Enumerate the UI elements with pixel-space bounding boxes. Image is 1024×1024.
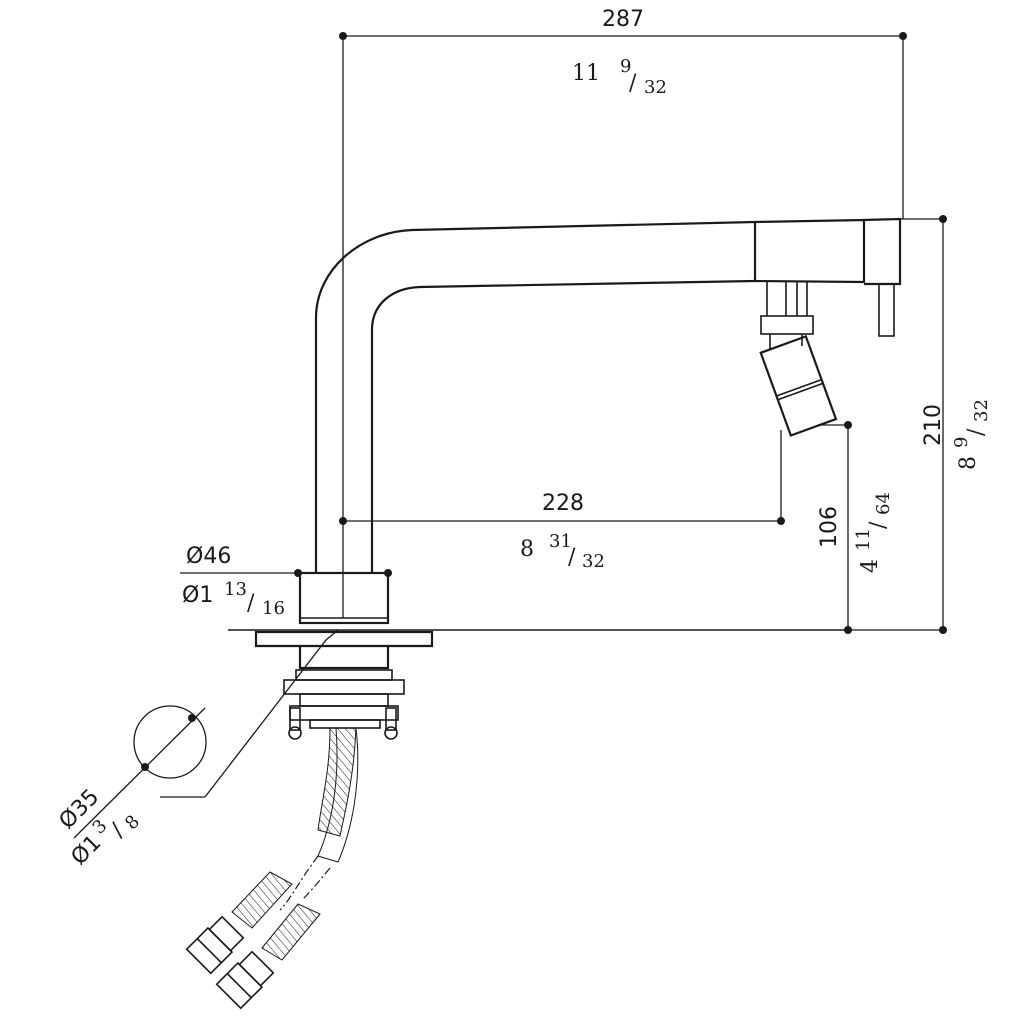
aerator-joint [769, 334, 803, 350]
dim-width-inch: 11 9 / 32 [572, 56, 667, 98]
spout-outer-contour [314, 220, 756, 573]
svg-text:/: / [629, 71, 637, 96]
dim-base-diameter-mm: Ø46 [186, 544, 231, 569]
svg-text:32: 32 [971, 399, 992, 422]
svg-text:16: 16 [262, 598, 285, 619]
hose-fitting-2 [215, 950, 275, 1010]
dim-outlet-height-inch: 4 11 / 64 [853, 492, 894, 573]
nut-2 [283, 679, 405, 695]
svg-text:4: 4 [858, 559, 883, 573]
svg-text:8: 8 [121, 811, 144, 834]
svg-text:13: 13 [224, 579, 247, 600]
dim-height-mm: 210 [921, 404, 946, 446]
supply-hoses [185, 727, 359, 1010]
dim-height-inch: 8 9 / 32 [951, 399, 992, 470]
aerator-head [759, 334, 838, 437]
dim-reach-inch: 8 31 / 32 [520, 531, 605, 572]
faucet-body [228, 217, 902, 740]
svg-text:11: 11 [572, 61, 600, 86]
nut-5 [309, 719, 381, 729]
mounting-flange [254, 630, 434, 670]
dim-reach-mm: 228 [542, 491, 584, 516]
mounting-bolts [288, 707, 398, 740]
svg-text:/: / [568, 545, 576, 570]
svg-text:32: 32 [582, 551, 605, 572]
svg-text:9: 9 [620, 56, 631, 77]
nut-3 [299, 693, 389, 707]
svg-text:8: 8 [956, 456, 981, 470]
lever-housing [863, 217, 902, 286]
nut-4 [289, 705, 399, 721]
aerator-nut [760, 315, 814, 335]
svg-text:31: 31 [549, 531, 572, 552]
dim-width-mm: 287 [602, 7, 644, 32]
spout-tip-block [753, 218, 866, 284]
nut-1 [295, 669, 393, 681]
svg-text:64: 64 [873, 492, 894, 515]
svg-text:9: 9 [951, 437, 972, 448]
svg-text:/: / [866, 521, 891, 529]
svg-text:11: 11 [853, 528, 874, 551]
dim-base-diameter-inch: Ø1 13 / 16 [182, 579, 285, 619]
aerator-neck [766, 282, 808, 316]
dim-outlet-height-mm: 106 [817, 506, 842, 548]
svg-text:Ø1: Ø1 [182, 583, 213, 608]
svg-text:32: 32 [644, 77, 667, 98]
svg-text:/: / [964, 428, 989, 436]
lever-handle [878, 283, 895, 337]
base-collar [298, 571, 390, 625]
svg-text:8: 8 [520, 537, 534, 562]
dimension-lines [73, 32, 947, 839]
spout-inner-contour [370, 279, 756, 573]
hose-fitting-1 [185, 915, 245, 975]
svg-text:/: / [247, 591, 255, 616]
